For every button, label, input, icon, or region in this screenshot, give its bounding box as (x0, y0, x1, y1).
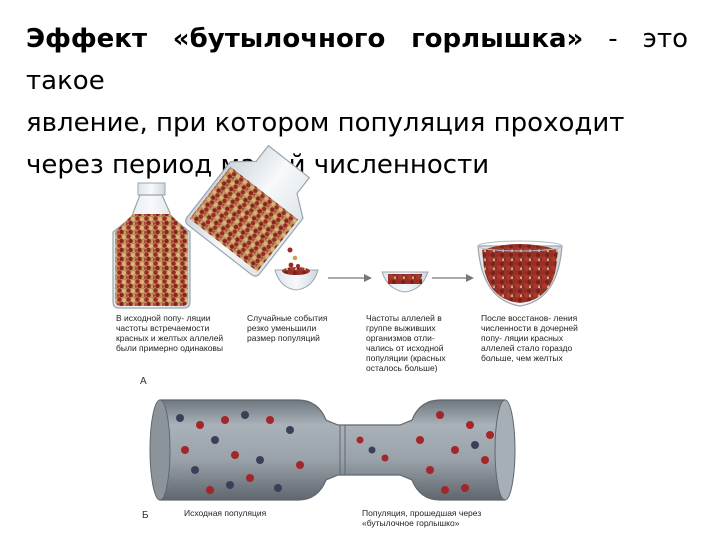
caption-bottleneck-population-1: Популяция, прошедшая через (362, 508, 482, 518)
survivor-dish (381, 271, 429, 293)
pouring-stream (287, 247, 300, 268)
heading-line-2: явление, при котором популяция проходит (26, 108, 625, 138)
caption-random-events: Случайные события резко уменьшили размер… (247, 313, 328, 343)
panel-a-letter: А (140, 376, 147, 387)
caption-recovered-population: После восстанов- ления численности в доч… (481, 313, 578, 363)
organisms (176, 411, 494, 494)
caption-original-population: Исходная популяция (184, 508, 267, 518)
pouring-bottle (185, 144, 311, 277)
caption-initial-population: В исходной попу- ляции частоты встречаем… (116, 313, 224, 353)
recovered-bowl (477, 240, 563, 307)
full-bottle (112, 182, 191, 309)
panel-b-letter: Б (142, 510, 149, 521)
caption-survivors: Частоты аллелей в группе выживших органи… (366, 313, 446, 373)
heading-line-1: Эффект «бутылочного горлышка» - это тако… (26, 18, 688, 102)
caption-bottleneck-population-2: «бутылочное горлышко» (362, 518, 460, 528)
heading-bold-term: Эффект «бутылочного горлышка» (26, 24, 584, 54)
heading-line-1-rest: - это такое (26, 24, 688, 96)
flow-arrows (328, 274, 474, 282)
bottleneck-tube (149, 399, 516, 501)
small-dish (274, 267, 319, 291)
